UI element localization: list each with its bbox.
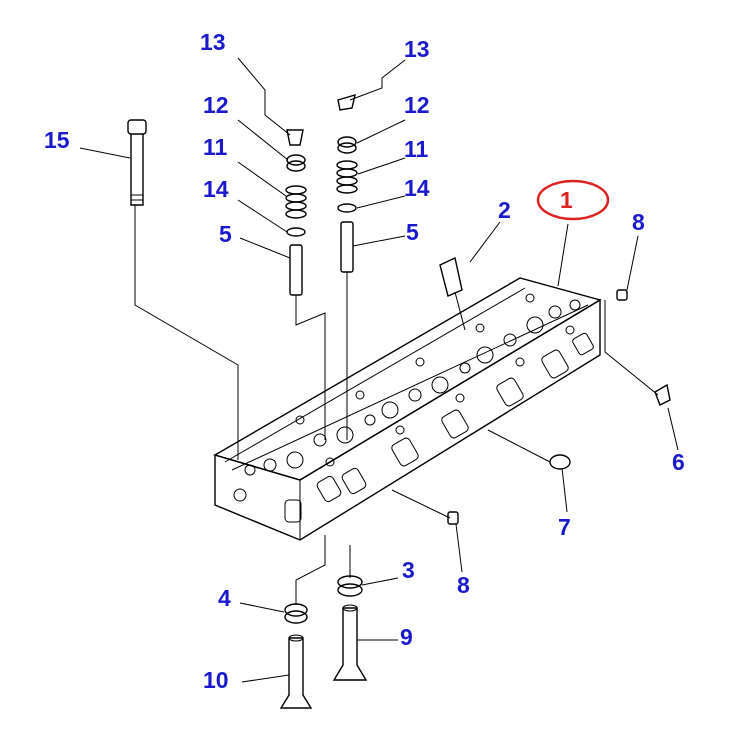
valve-9 <box>332 604 368 681</box>
callout-14-right: 14 <box>404 175 430 201</box>
callout-4: 4 <box>218 585 231 611</box>
collet-13-right <box>337 93 356 111</box>
callout-6: 6 <box>672 449 685 475</box>
callout-7: 7 <box>558 514 571 540</box>
seat-insert-3 <box>337 575 363 597</box>
callout-3: 3 <box>402 557 415 583</box>
callout-13-right: 13 <box>404 36 430 62</box>
callout-1: 1 <box>560 187 573 213</box>
seat-insert-4 <box>284 603 308 624</box>
callout-8-bottom: 8 <box>457 572 470 598</box>
plug-8-top <box>616 289 628 301</box>
guide-5-right <box>340 221 354 273</box>
callout-12-right: 12 <box>404 92 430 118</box>
retainer-12-right <box>337 136 357 154</box>
retainer-12-left <box>286 154 306 172</box>
callout-5-left: 5 <box>219 221 232 247</box>
callout-8-top: 8 <box>632 209 645 235</box>
bolt-15 <box>127 119 147 206</box>
callout-9: 9 <box>400 624 413 650</box>
callout-15: 15 <box>44 127 70 153</box>
callout-14-left: 14 <box>203 176 229 202</box>
callout-2: 2 <box>498 197 511 223</box>
plug-7 <box>549 454 571 470</box>
spring-11-left <box>285 185 307 219</box>
seat-14-left <box>286 227 306 237</box>
dowel-2 <box>439 256 463 297</box>
collet-13-left <box>286 129 304 146</box>
callout-13-left: 13 <box>200 29 226 55</box>
cylinder-head <box>213 277 602 541</box>
highlight-ellipse <box>536 179 610 221</box>
callout-5-right: 5 <box>406 219 419 245</box>
valve-10 <box>279 634 313 709</box>
plug-6 <box>654 383 671 406</box>
callout-12-left: 12 <box>203 92 229 118</box>
seat-14-right <box>337 203 357 213</box>
spring-11-right <box>336 160 358 194</box>
callout-11-left: 11 <box>203 134 228 160</box>
callout-11-right: 11 <box>404 136 429 162</box>
callout-labels: 13 13 12 12 11 11 14 14 15 5 5 2 1 8 6 7… <box>44 29 685 693</box>
leader-lines <box>79 57 679 683</box>
plug-8-bottom <box>447 511 459 525</box>
guide-5-left <box>289 244 303 296</box>
callout-10: 10 <box>203 667 229 693</box>
